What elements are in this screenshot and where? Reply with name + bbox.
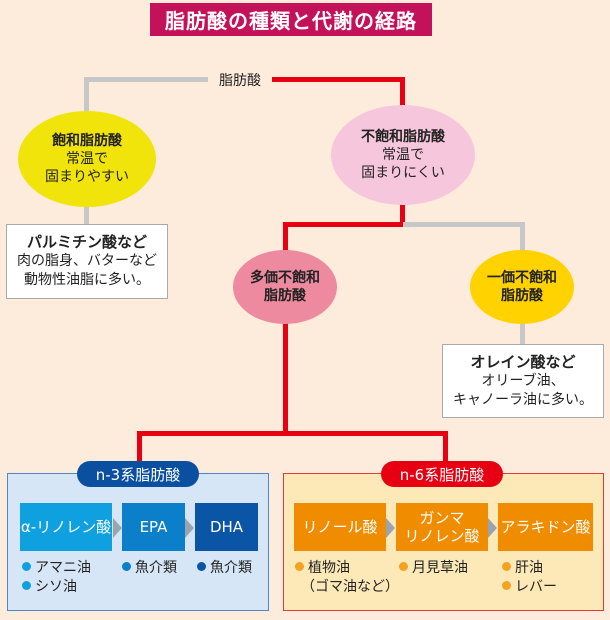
connector-poly-down [283, 320, 288, 435]
n3-source-list-2: 魚介類 [122, 559, 177, 578]
note-palmitic-acid: パルミチン酸など 肉の脂身、バターなど 動物性油脂に多い。 [6, 224, 168, 299]
root-label-fatty-acid: 脂肪酸 [219, 73, 261, 89]
source-text: シソ油 [35, 579, 77, 595]
connector-n6-v [443, 431, 448, 466]
n6-source-list-3: 肝油 レバー [502, 559, 557, 597]
node-unsaturated-fatty-acid: 不飽和脂肪酸 常温で 固まりにくい [331, 105, 475, 205]
n3-step-alpha-linolenic: α-リノレン酸 [20, 503, 112, 551]
source-item: レバー [502, 578, 557, 597]
node-mono-line1: 一価不飽和 [487, 270, 557, 286]
source-item: 植物油 [295, 559, 399, 578]
connector-n3-v [137, 431, 142, 466]
node-unsaturated-line1: 常温で [382, 147, 424, 163]
n6-step-linoleic: リノール酸 [294, 503, 386, 551]
connector-mono-v [520, 222, 525, 256]
note-oleic-line1: オリーブ油、 [481, 372, 565, 389]
diagram-title: 脂肪酸の種類と代謝の経路 [150, 3, 432, 36]
source-item: 月見草油 [399, 559, 468, 578]
bullet-icon [502, 562, 511, 571]
connector-unsaturated-down [400, 200, 405, 226]
source-text: 肝油 [515, 560, 543, 576]
n3-label: n-3系脂肪酸 [77, 461, 199, 487]
connector-root-unsaturated-h [272, 77, 405, 82]
source-text: アマニ油 [35, 560, 91, 576]
note-palmitic-title: パルミチン酸など [26, 233, 147, 251]
note-palmitic-line1: 肉の脂身、バターなど [17, 253, 157, 269]
connector-root-saturated-h [84, 77, 208, 82]
source-item: 魚介類 [197, 559, 252, 578]
source-note: （ゴマ油など） [301, 579, 399, 595]
note-palmitic-line2: 動物性油脂に多い。 [24, 272, 150, 288]
n6-source-list-1: 植物油 （ゴマ油など） [295, 559, 399, 597]
n6-step-gamma-linolenic: ガンマ リノレン酸 [396, 503, 488, 551]
arrow-icon [488, 518, 497, 538]
arrow-icon [185, 518, 194, 538]
n3-step-dha: DHA [195, 503, 258, 551]
node-saturated-name: 飽和脂肪酸 [52, 133, 122, 149]
source-text: 魚介類 [210, 560, 252, 576]
connector-poly-h [283, 222, 405, 227]
bullet-icon [502, 581, 511, 590]
n3-source-list-1: アマニ油 シソ油 [22, 559, 91, 597]
n6-label: n-6系脂肪酸 [381, 461, 503, 487]
node-unsaturated-name: 不飽和脂肪酸 [361, 129, 445, 145]
arrow-icon [386, 518, 395, 538]
source-text: レバー [515, 579, 557, 595]
connector-root-unsaturated-v [400, 77, 405, 107]
node-polyunsaturated-fatty-acid: 多価不飽和 脂肪酸 [233, 250, 337, 324]
n3-step-epa: EPA [122, 503, 185, 551]
node-poly-line1: 多価不飽和 [250, 270, 320, 286]
connector-n-split-h [137, 431, 448, 436]
bullet-icon [399, 562, 408, 571]
node-mono-line2: 脂肪酸 [501, 288, 543, 304]
n3-source-list-3: 魚介類 [197, 559, 252, 578]
note-oleic-acid: オレイン酸など オリーブ油、 キャノーラ油に多い。 [442, 344, 604, 418]
connector-saturated-note [84, 200, 89, 230]
n6-source-list-2: 月見草油 [399, 559, 468, 578]
bullet-icon [122, 562, 131, 571]
note-oleic-line2: キャノーラ油に多い。 [453, 391, 593, 408]
n6-step-arachidonic: アラキドン酸 [498, 503, 593, 551]
source-text: 魚介類 [135, 560, 177, 576]
source-item: 肝油 [502, 559, 557, 578]
arrow-icon [113, 518, 122, 538]
connector-mono-h [403, 222, 525, 227]
bullet-icon [22, 581, 31, 590]
n6-step-gamma-line1: ガンマ [419, 509, 465, 527]
node-unsaturated-line2: 固まりにくい [361, 165, 445, 181]
node-poly-line2: 脂肪酸 [264, 288, 306, 304]
note-oleic-title: オレイン酸など [470, 352, 576, 371]
n6-step-gamma-line2: リノレン酸 [404, 527, 480, 545]
connector-poly-v [283, 222, 288, 254]
bullet-icon [295, 562, 304, 571]
connector-root-saturated-v [84, 77, 89, 115]
bullet-icon [197, 562, 206, 571]
source-item: シソ油 [22, 578, 91, 597]
node-monounsaturated-fatty-acid: 一価不飽和 脂肪酸 [470, 250, 574, 324]
source-item: アマニ油 [22, 559, 91, 578]
bullet-icon [22, 562, 31, 571]
source-text: 植物油 [308, 560, 350, 576]
node-saturated-line2: 固まりやすい [45, 169, 129, 185]
node-saturated-line1: 常温で [66, 151, 108, 167]
node-saturated-fatty-acid: 飽和脂肪酸 常温で 固まりやすい [18, 111, 156, 207]
source-item: 魚介類 [122, 559, 177, 578]
source-text: 月見草油 [412, 560, 468, 576]
connector-mono-note [520, 318, 525, 346]
